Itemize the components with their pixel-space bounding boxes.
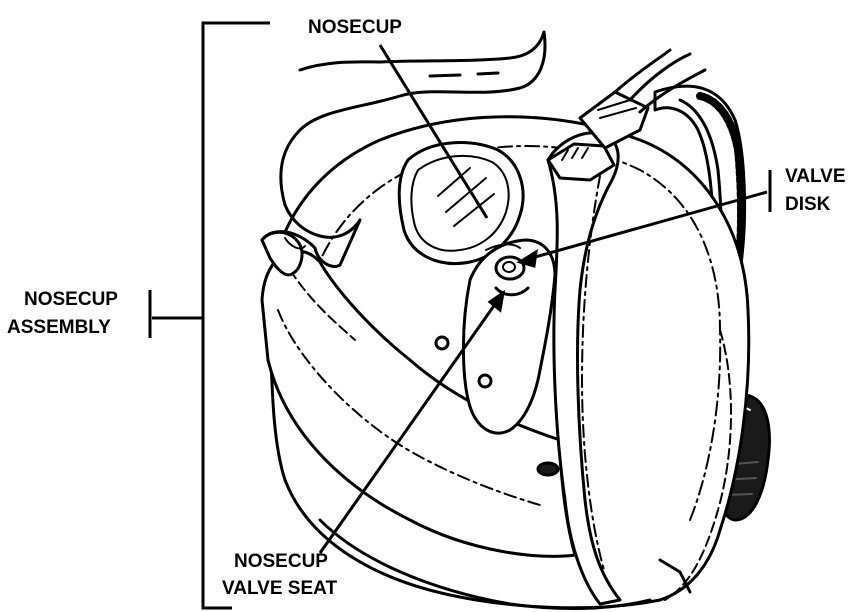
rivet bbox=[436, 337, 448, 349]
gas-mask-illustration bbox=[262, 32, 769, 609]
label-valve-disk-line1: VALVE bbox=[785, 166, 846, 187]
label-nosecup: NOSECUP bbox=[308, 17, 402, 38]
label-nosecup-assembly-line2: ASSEMBLY bbox=[7, 317, 111, 338]
label-nosecup-valve-seat-line2: VALVE SEAT bbox=[222, 578, 337, 599]
speech-diaphragm-mark bbox=[538, 463, 558, 475]
rivet bbox=[479, 375, 491, 387]
assembly-bracket bbox=[150, 23, 270, 608]
label-nosecup-valve-seat-line1: NOSECUP bbox=[234, 551, 328, 572]
label-nosecup-assembly-line1: NOSECUP bbox=[24, 289, 118, 310]
label-valve-disk-line2: DISK bbox=[785, 194, 831, 215]
